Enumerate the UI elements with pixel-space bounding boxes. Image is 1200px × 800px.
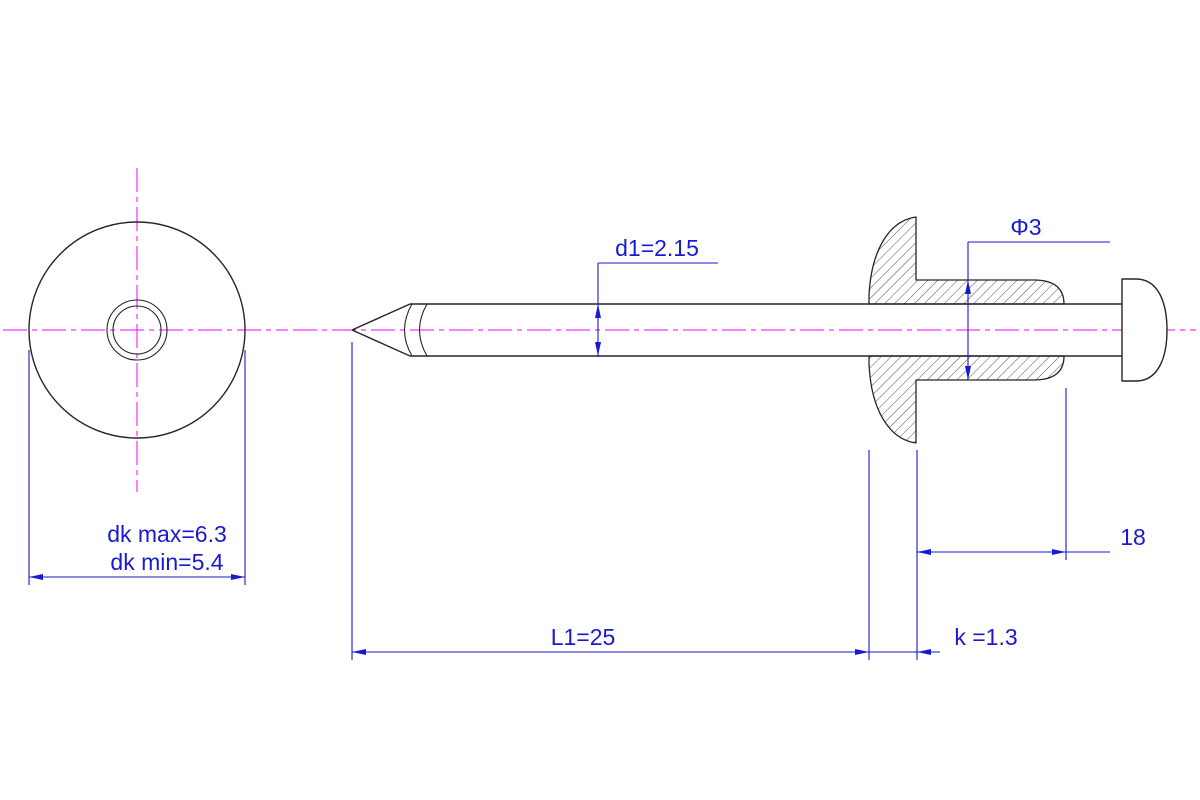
arrow-right-icon: [1052, 549, 1066, 555]
mandrel-head: [1121, 278, 1168, 382]
arrow-left-icon: [29, 574, 43, 580]
mandrel-hole-outer-circle: [106, 299, 168, 361]
arrow-right-icon: [231, 574, 245, 580]
dimension-body-length: 18: [917, 388, 1146, 560]
arrow-up-icon: [965, 280, 971, 294]
arrow-up-icon: [595, 304, 601, 318]
front-view: [3, 168, 288, 492]
dim-label-head-diameter-min: dk min=5.4: [110, 549, 223, 575]
side-view: [293, 216, 1196, 444]
dim-label-body-diameter: Φ3: [1010, 214, 1041, 240]
dim-label-head-thickness: k =1.3: [954, 624, 1017, 650]
dim-label-mandrel-length: L1=25: [551, 624, 616, 650]
dim-label-body-length: 18: [1120, 524, 1146, 550]
dimension-head-diameter: dk max=6.3 dk min=5.4: [28, 350, 246, 585]
arrow-left-icon: [917, 549, 931, 555]
arrow-left-icon: [352, 649, 366, 655]
rivet-flange-upper-section: [868, 216, 1065, 305]
rivet-flange-lower-section: [868, 355, 1065, 444]
dimension-body-diameter: Φ3: [965, 214, 1110, 380]
dim-label-mandrel-diameter: d1=2.15: [615, 235, 699, 261]
mandrel-hole-inner-circle: [112, 305, 162, 355]
arrow-down-icon: [965, 366, 971, 380]
mandrel-point: [351, 303, 428, 357]
arrow-down-icon: [595, 342, 601, 356]
dim-label-head-diameter-max: dk max=6.3: [107, 521, 227, 547]
arrow-left-icon: [917, 649, 931, 655]
dimension-mandrel-length: L1=25: [351, 342, 870, 660]
dimension-mandrel-diameter: d1=2.15: [595, 235, 718, 357]
dimension-head-thickness: k =1.3: [869, 450, 1018, 660]
head-outer-circle: [28, 221, 246, 439]
arrow-right-icon: [855, 649, 869, 655]
